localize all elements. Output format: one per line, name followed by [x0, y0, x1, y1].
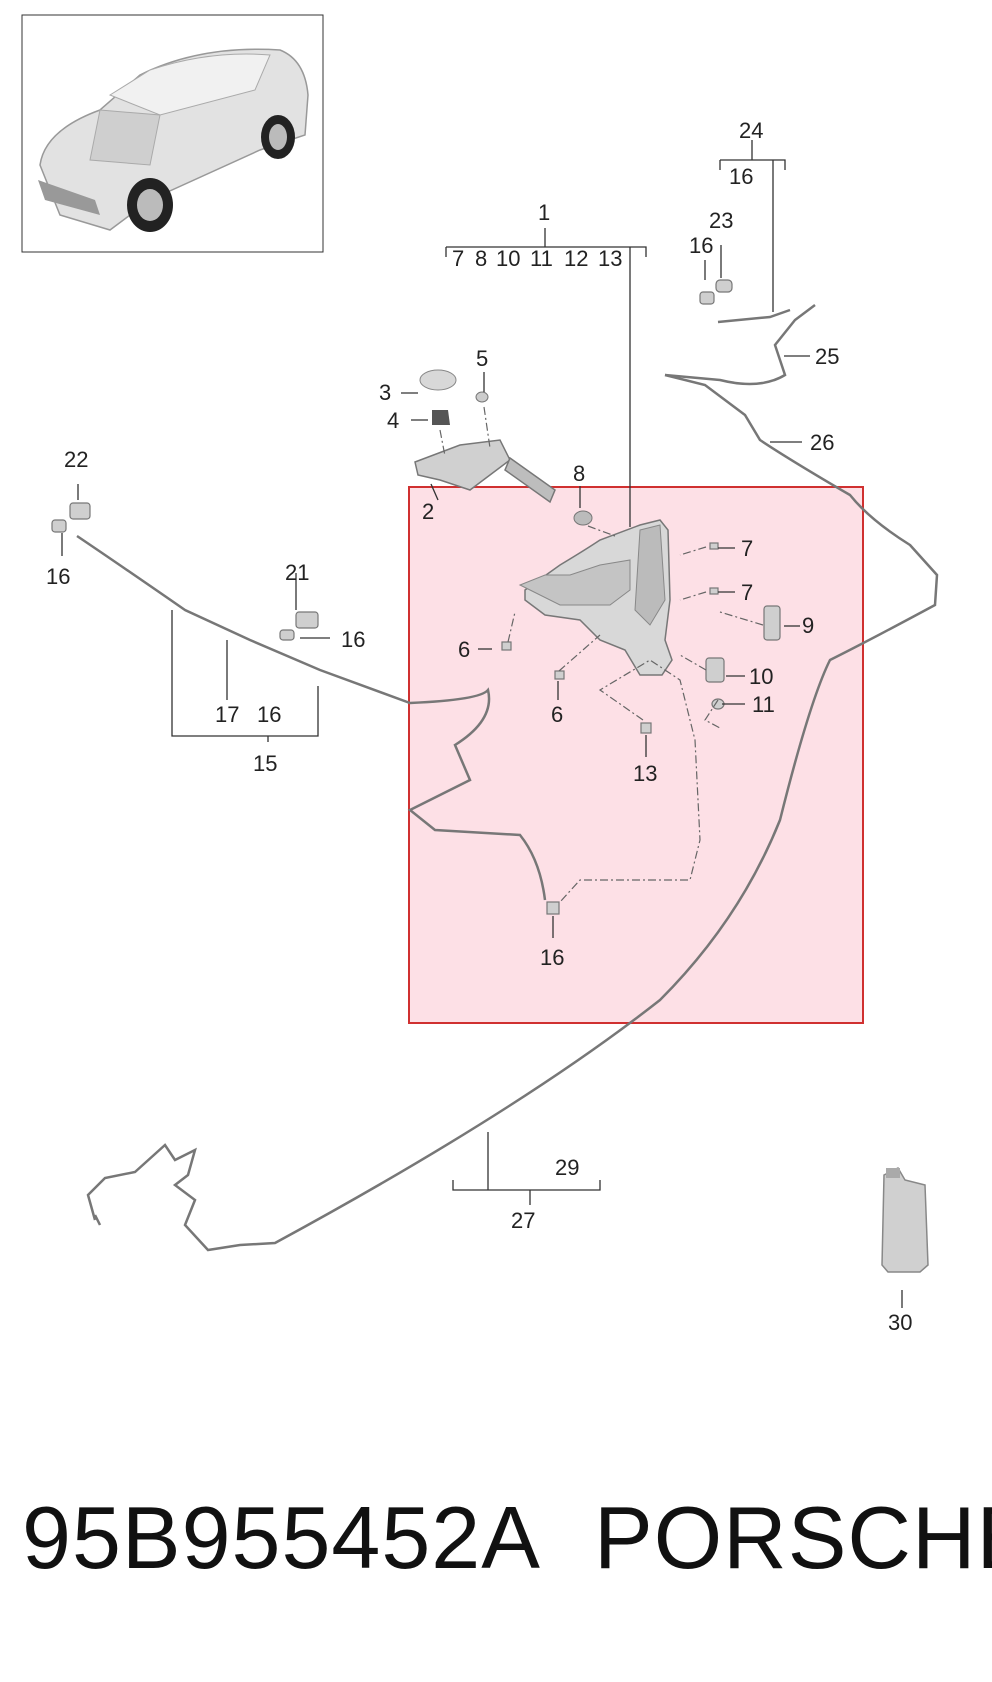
callout-25: 25: [815, 344, 839, 369]
callout-13: 13: [633, 761, 657, 786]
callout-group1-11: 11: [530, 246, 553, 271]
filler-neck: [414, 369, 593, 526]
connector-lines: [439, 406, 764, 903]
callout-17: 17: [215, 702, 239, 727]
fluid-bottle: [881, 1167, 929, 1273]
callout-1: 1: [538, 200, 550, 225]
callout-9: 9: [802, 613, 814, 638]
callout-11: 11: [752, 692, 775, 717]
washer-tank: [518, 519, 673, 676]
callout-group1-8: 8: [475, 246, 487, 271]
callout-6b: 6: [551, 702, 563, 727]
callout-group1-10: 10: [496, 246, 520, 271]
brand-name: PORSCHE: [594, 1488, 992, 1587]
callout-22: 22: [64, 447, 88, 472]
callout-labels: 1 7 8 10 11 12 13 24 16 23 16 25 26 5 3 …: [46, 118, 912, 1335]
callout-group1-12: 12: [564, 246, 588, 271]
part-number: 95B955452A: [22, 1488, 541, 1587]
callout-2: 2: [422, 499, 434, 524]
callout-16-23: 16: [689, 233, 713, 258]
callout-16-21: 16: [341, 627, 365, 652]
hoses: [76, 304, 939, 1252]
callout-group1-13: 13: [598, 246, 622, 271]
small-parts: [51, 279, 781, 915]
callout-8: 8: [573, 461, 585, 486]
callout-23: 23: [709, 208, 733, 233]
callout-29: 29: [555, 1155, 579, 1180]
callout-21: 21: [285, 560, 309, 585]
callout-7a: 7: [741, 536, 753, 561]
callout-24: 24: [739, 118, 763, 143]
callout-5: 5: [476, 346, 488, 371]
callout-30: 30: [888, 1310, 912, 1335]
callout-16-22: 16: [46, 564, 70, 589]
callout-16-tank: 16: [540, 945, 564, 970]
callout-4: 4: [387, 408, 399, 433]
callout-15: 15: [253, 751, 277, 776]
callout-16-15: 16: [257, 702, 281, 727]
callout-6a: 6: [458, 637, 470, 662]
callout-16-24: 16: [729, 164, 753, 189]
callout-27: 27: [511, 1208, 535, 1233]
leader-lines: [61, 140, 903, 1308]
callout-group1-7: 7: [452, 246, 464, 271]
callout-7b: 7: [741, 580, 753, 605]
footer: 95B955452A PORSCHE: [0, 1488, 992, 1608]
callout-3: 3: [379, 380, 391, 405]
callout-26: 26: [810, 430, 834, 455]
vehicle-thumbnail: [21, 14, 324, 253]
callout-10: 10: [749, 664, 773, 689]
